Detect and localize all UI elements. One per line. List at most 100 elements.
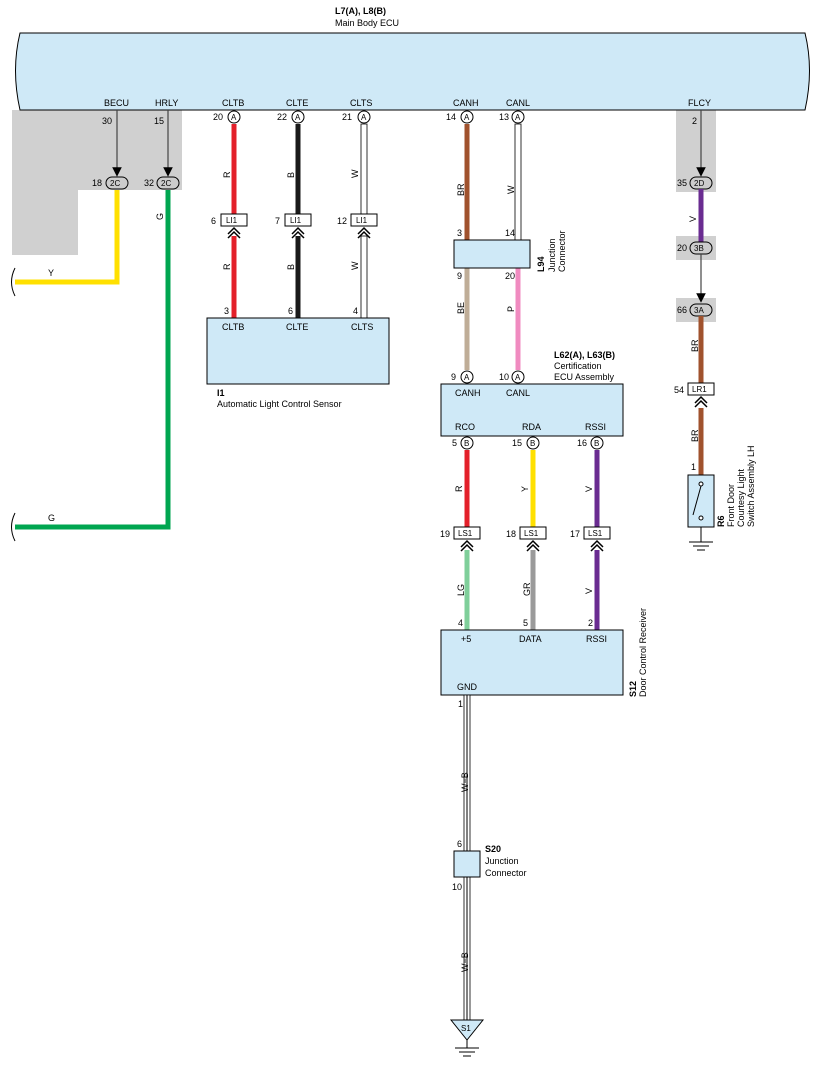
svg-text:Door Control Receiver: Door Control Receiver xyxy=(638,608,648,697)
svg-text:18: 18 xyxy=(92,178,102,188)
courtesy-switch: 1 R6 Front Door Courtesy Light Switch As… xyxy=(687,445,756,551)
main-ecu-code: L7(A), L8(B) xyxy=(335,6,386,16)
svg-text:15: 15 xyxy=(512,438,522,448)
svg-text:Front Door: Front Door xyxy=(726,484,736,527)
svg-text:G: G xyxy=(155,213,165,220)
certification-ecu: A A 9 10 L62(A), L63(B) Certification EC… xyxy=(440,350,624,450)
svg-text:B: B xyxy=(286,264,296,270)
svg-text:16: 16 xyxy=(577,438,587,448)
svg-text:V: V xyxy=(584,588,594,594)
svg-text:18: 18 xyxy=(506,529,516,539)
yellow-wire-out: Y xyxy=(11,190,120,297)
svg-text:2C: 2C xyxy=(161,179,171,188)
svg-text:BE: BE xyxy=(456,302,466,314)
main-ecu-name: Main Body ECU xyxy=(335,18,399,28)
svg-text:W: W xyxy=(350,261,360,270)
pin-clte: 22 xyxy=(277,112,287,122)
svg-text:14: 14 xyxy=(505,228,515,238)
svg-text:LI1: LI1 xyxy=(290,216,302,225)
term-canl: CANL xyxy=(506,98,530,108)
conn-2c-b xyxy=(156,176,180,190)
becu-hrly-lines: 2C 2C 18 32 xyxy=(92,110,180,190)
svg-text:6: 6 xyxy=(457,839,462,849)
svg-text:LS1: LS1 xyxy=(458,529,473,538)
svg-text:W: W xyxy=(506,185,516,194)
svg-text:4: 4 xyxy=(458,618,463,628)
svg-text:3: 3 xyxy=(224,306,229,316)
main-body-ecu: L7(A), L8(B) Main Body ECU BECU HRLY CLT… xyxy=(15,6,810,111)
svg-text:DATA: DATA xyxy=(519,634,542,644)
svg-text:Junction: Junction xyxy=(547,238,557,272)
svg-text:W−B: W−B xyxy=(460,952,470,972)
svg-text:LI1: LI1 xyxy=(356,216,368,225)
svg-text:BR: BR xyxy=(690,429,700,442)
ecu-pin-row: 30 15 20 22 21 14 13 2 A A A A A xyxy=(102,110,697,126)
svg-text:LG: LG xyxy=(456,584,466,596)
flcy-chain: 2D 35 V 3B 20 3A 66 BR LR1 54 BR xyxy=(674,110,715,475)
shade-left xyxy=(12,110,182,255)
pin-canh: 14 xyxy=(446,112,456,122)
svg-text:6: 6 xyxy=(288,306,293,316)
svg-text:LS1: LS1 xyxy=(588,529,603,538)
svg-text:V: V xyxy=(688,216,698,222)
term-cltb: CLTB xyxy=(222,98,244,108)
svg-text:RSSI: RSSI xyxy=(586,634,607,644)
svg-text:B: B xyxy=(464,439,469,448)
svg-text:9: 9 xyxy=(457,271,462,281)
svg-text:L62(A), L63(B): L62(A), L63(B) xyxy=(554,350,615,360)
term-canh: CANH xyxy=(453,98,479,108)
svg-text:G: G xyxy=(48,513,55,523)
svg-text:20: 20 xyxy=(677,243,687,253)
svg-text:CANH: CANH xyxy=(455,388,481,398)
conn-lr1 xyxy=(687,382,715,396)
svg-text:6: 6 xyxy=(211,216,216,226)
svg-text:+5: +5 xyxy=(461,634,471,644)
svg-text:10: 10 xyxy=(499,372,509,382)
svg-text:A: A xyxy=(231,113,237,122)
svg-text:3: 3 xyxy=(457,228,462,238)
svg-text:4: 4 xyxy=(353,306,358,316)
pin-flcy: 2 xyxy=(692,116,697,126)
svg-text:B: B xyxy=(594,439,599,448)
svg-text:19: 19 xyxy=(440,529,450,539)
ground-s1: S1 xyxy=(449,1019,485,1057)
conn-a-markers: A A A A A xyxy=(227,110,525,124)
svg-text:B: B xyxy=(286,172,296,178)
svg-text:S20: S20 xyxy=(485,844,501,854)
svg-text:I1: I1 xyxy=(217,388,225,398)
svg-text:RCO: RCO xyxy=(455,422,475,432)
door-control-receiver: 4 5 2 +5 DATA RSSI GND 1 S12 Door Contro… xyxy=(440,608,648,709)
svg-text:GR: GR xyxy=(522,582,532,596)
green-wire-out: G G xyxy=(11,190,171,542)
svg-text:R6: R6 xyxy=(716,515,726,527)
can-wires: BR W BE P xyxy=(456,123,522,370)
svg-text:R: R xyxy=(222,263,232,270)
svg-text:Junction: Junction xyxy=(485,856,519,866)
svg-text:Switch Assembly LH: Switch Assembly LH xyxy=(746,445,756,527)
svg-text:17: 17 xyxy=(570,529,580,539)
svg-text:S1: S1 xyxy=(461,1024,471,1033)
receiver-wires: R Y V LG GR V xyxy=(454,450,600,630)
svg-text:Y: Y xyxy=(520,486,530,492)
light-sensor: CLTB CLTE CLTS 3 6 4 I1 Automatic Light … xyxy=(206,306,390,409)
term-becu: BECU xyxy=(104,98,129,108)
svg-text:RDA: RDA xyxy=(522,422,541,432)
svg-text:CANL: CANL xyxy=(506,388,530,398)
svg-text:CLTS: CLTS xyxy=(351,322,373,332)
svg-text:32: 32 xyxy=(144,178,154,188)
pin-canl: 13 xyxy=(499,112,509,122)
svg-text:Certification: Certification xyxy=(554,361,602,371)
svg-text:L94: L94 xyxy=(536,256,546,272)
svg-text:2: 2 xyxy=(588,618,593,628)
svg-text:BR: BR xyxy=(456,183,466,196)
conn-2c-a xyxy=(105,176,129,190)
svg-text:A: A xyxy=(464,113,470,122)
svg-text:W−B: W−B xyxy=(460,772,470,792)
svg-text:CLTE: CLTE xyxy=(286,322,308,332)
pin-cltb: 20 xyxy=(213,112,223,122)
svg-text:R: R xyxy=(454,485,464,492)
svg-text:LS1: LS1 xyxy=(524,529,539,538)
svg-text:3A: 3A xyxy=(694,306,704,315)
junction-s20: 6 10 S20 Junction Connector xyxy=(452,839,527,892)
ls1-connectors: LS1 LS1 LS1 19 18 17 xyxy=(440,526,611,552)
